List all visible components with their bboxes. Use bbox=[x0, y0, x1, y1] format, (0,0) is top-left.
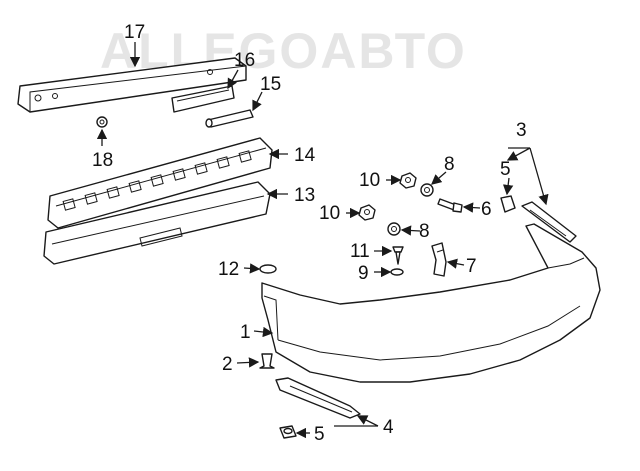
part-bumper-cover bbox=[261, 223, 601, 383]
part-bolt bbox=[437, 198, 463, 213]
part-lower-molding bbox=[275, 377, 361, 419]
part-cap-12 bbox=[259, 264, 277, 274]
callout-8-lower: 8 bbox=[419, 221, 430, 242]
callout-15: 15 bbox=[260, 74, 281, 95]
part-bracket-plate bbox=[171, 85, 235, 113]
part-bumper-beam bbox=[43, 181, 271, 265]
part-clip-upper bbox=[500, 195, 516, 213]
part-grommet-upper bbox=[420, 183, 434, 197]
callout-14: 14 bbox=[294, 145, 316, 166]
part-washer bbox=[390, 268, 404, 276]
part-nut-upper bbox=[399, 172, 417, 189]
callout-4: 4 bbox=[383, 417, 394, 438]
part-nut-lower bbox=[358, 204, 376, 221]
leader-lines bbox=[96, 42, 549, 439]
callout-6: 6 bbox=[481, 199, 492, 220]
callout-11: 11 bbox=[350, 241, 370, 262]
part-energy-absorber bbox=[47, 137, 273, 229]
part-grommet-lower bbox=[387, 222, 401, 236]
part-reinforcement-bar bbox=[17, 57, 247, 113]
part-clip-18 bbox=[96, 116, 108, 128]
callout-12: 12 bbox=[218, 259, 239, 280]
part-fastener-2 bbox=[259, 353, 275, 369]
callout-7: 7 bbox=[466, 256, 477, 277]
callout-10-upper: 10 bbox=[359, 170, 380, 191]
callout-13: 13 bbox=[294, 185, 315, 206]
part-screw bbox=[392, 246, 404, 265]
callout-2: 2 bbox=[222, 354, 233, 375]
callout-5-lower: 5 bbox=[314, 424, 325, 445]
part-bracket-7 bbox=[431, 242, 447, 277]
callout-5-upper: 5 bbox=[500, 159, 511, 180]
part-pin bbox=[205, 109, 254, 128]
part-side-retainer bbox=[521, 201, 577, 243]
callout-10-lower: 10 bbox=[319, 203, 340, 224]
callout-18: 18 bbox=[92, 150, 113, 171]
callout-17: 17 bbox=[124, 22, 145, 43]
callout-9: 9 bbox=[358, 263, 369, 284]
callout-1: 1 bbox=[240, 322, 251, 343]
callout-3: 3 bbox=[516, 120, 527, 141]
callout-16: 16 bbox=[234, 50, 255, 71]
part-clip-lower bbox=[279, 425, 297, 439]
callout-8-upper: 8 bbox=[444, 154, 455, 175]
callout-labels: 17 16 15 18 14 13 10 10 8 8 6 5 3 11 9 7… bbox=[92, 22, 527, 445]
